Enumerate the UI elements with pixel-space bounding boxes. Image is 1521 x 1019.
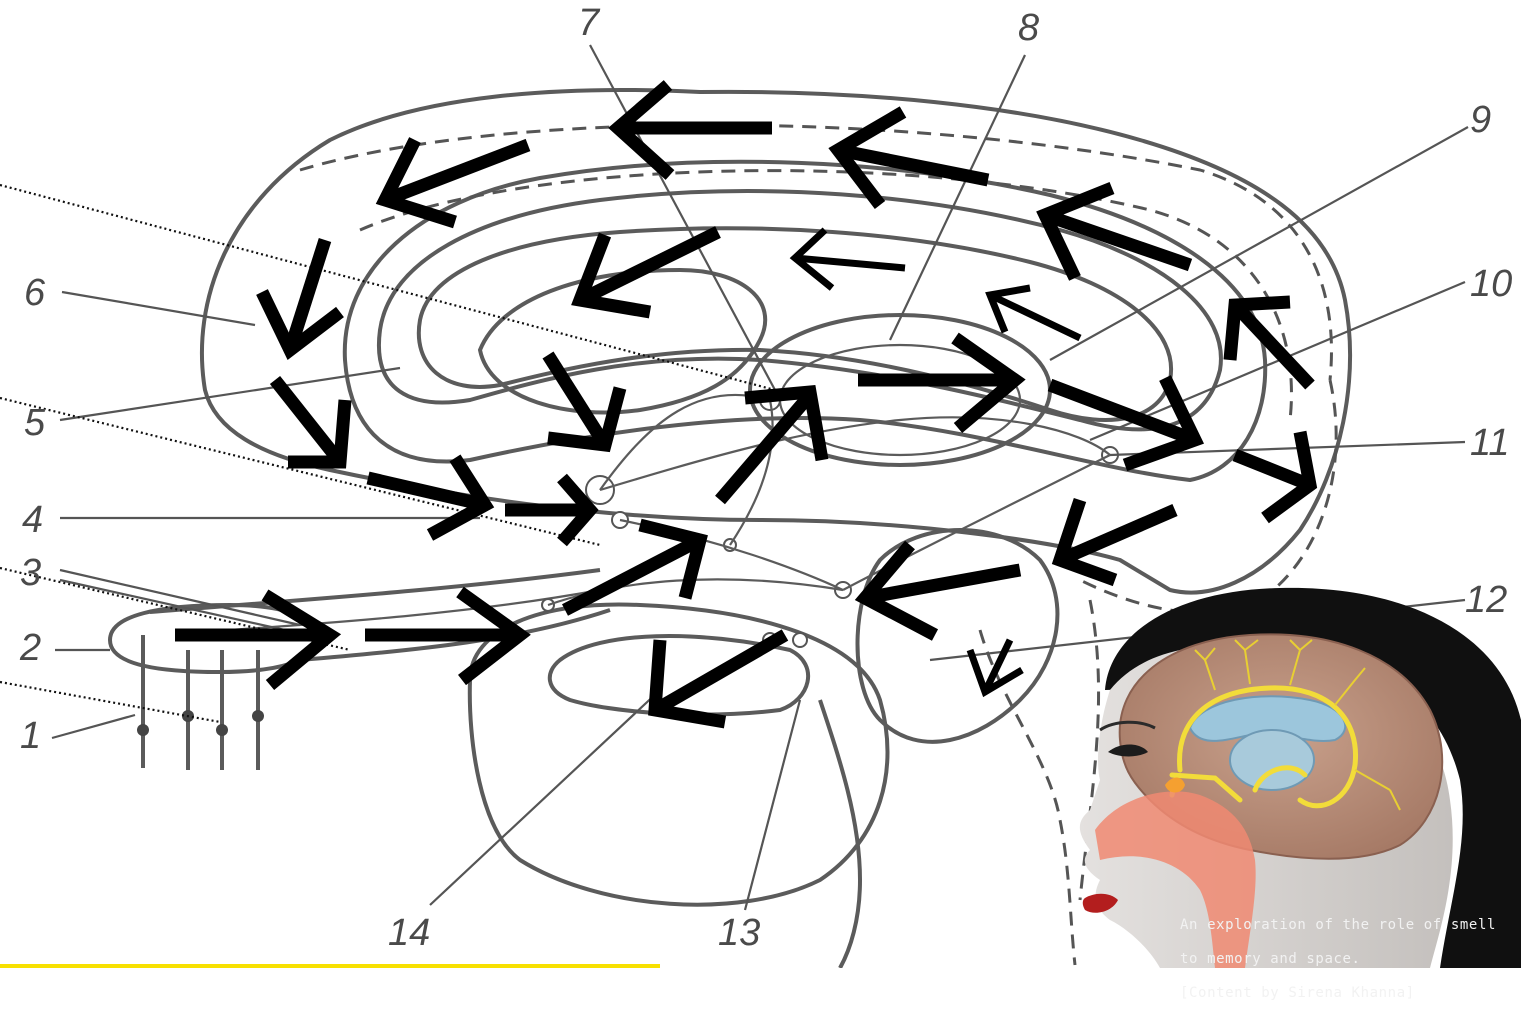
label-9: 9 xyxy=(1470,99,1491,141)
arrow-to-brainstem xyxy=(1060,500,1175,580)
arrow-up-right xyxy=(1230,302,1310,385)
arrow-right-down xyxy=(1235,432,1310,518)
arrow-top-mid xyxy=(838,112,988,205)
label-10: 10 xyxy=(1470,263,1512,305)
arrow-into-nucleus xyxy=(505,478,590,542)
label-3: 3 xyxy=(20,552,41,594)
footer-strip xyxy=(0,964,660,968)
arrow-to-septal xyxy=(1050,378,1195,465)
label-13: 13 xyxy=(718,912,760,954)
temporal-lobe xyxy=(470,604,888,904)
arrow-to-amygdala xyxy=(565,525,700,610)
label-11: 11 xyxy=(1470,422,1509,464)
cingulate-gyrus xyxy=(345,162,1265,480)
receptor-neurons xyxy=(137,635,264,770)
cerebellum xyxy=(820,700,860,968)
arrow-brainstem-left xyxy=(865,545,1020,635)
label-12: 12 xyxy=(1465,579,1507,621)
arrow-to-septum xyxy=(368,458,485,535)
thalamus-blue xyxy=(1230,730,1314,790)
label-4: 4 xyxy=(22,499,43,541)
caption: An exploration of the role of smell to m… xyxy=(1180,900,1520,1019)
label-7: 7 xyxy=(578,2,601,44)
arrow-small-right xyxy=(990,288,1080,338)
label-14: 14 xyxy=(388,912,430,954)
caption-line-2: to memory and space. xyxy=(1180,951,1520,968)
limbic-olfactory-diagram: 1 2 3 4 5 6 7 8 9 10 11 12 13 14 xyxy=(0,0,1521,968)
label-5: 5 xyxy=(24,402,46,444)
label-2: 2 xyxy=(19,627,41,669)
label-8: 8 xyxy=(1018,7,1039,49)
label-6: 6 xyxy=(24,272,46,314)
label-1: 1 xyxy=(20,715,41,757)
flow-arrows xyxy=(175,85,1310,722)
arrow-left-lower xyxy=(275,380,345,462)
olfactory-tract-mid xyxy=(200,590,600,632)
arrow-mid-right xyxy=(858,338,1015,428)
arrow-down-small[interactable] xyxy=(970,640,1022,692)
arrow-to-hippocampus xyxy=(655,635,785,722)
arrow-upper-left xyxy=(385,140,528,222)
caption-line-1: An exploration of the role of smell xyxy=(1180,917,1520,934)
caption-line-3: [Content by Sirena Khanna] xyxy=(1180,985,1520,1002)
arrow-left-down xyxy=(262,240,340,350)
